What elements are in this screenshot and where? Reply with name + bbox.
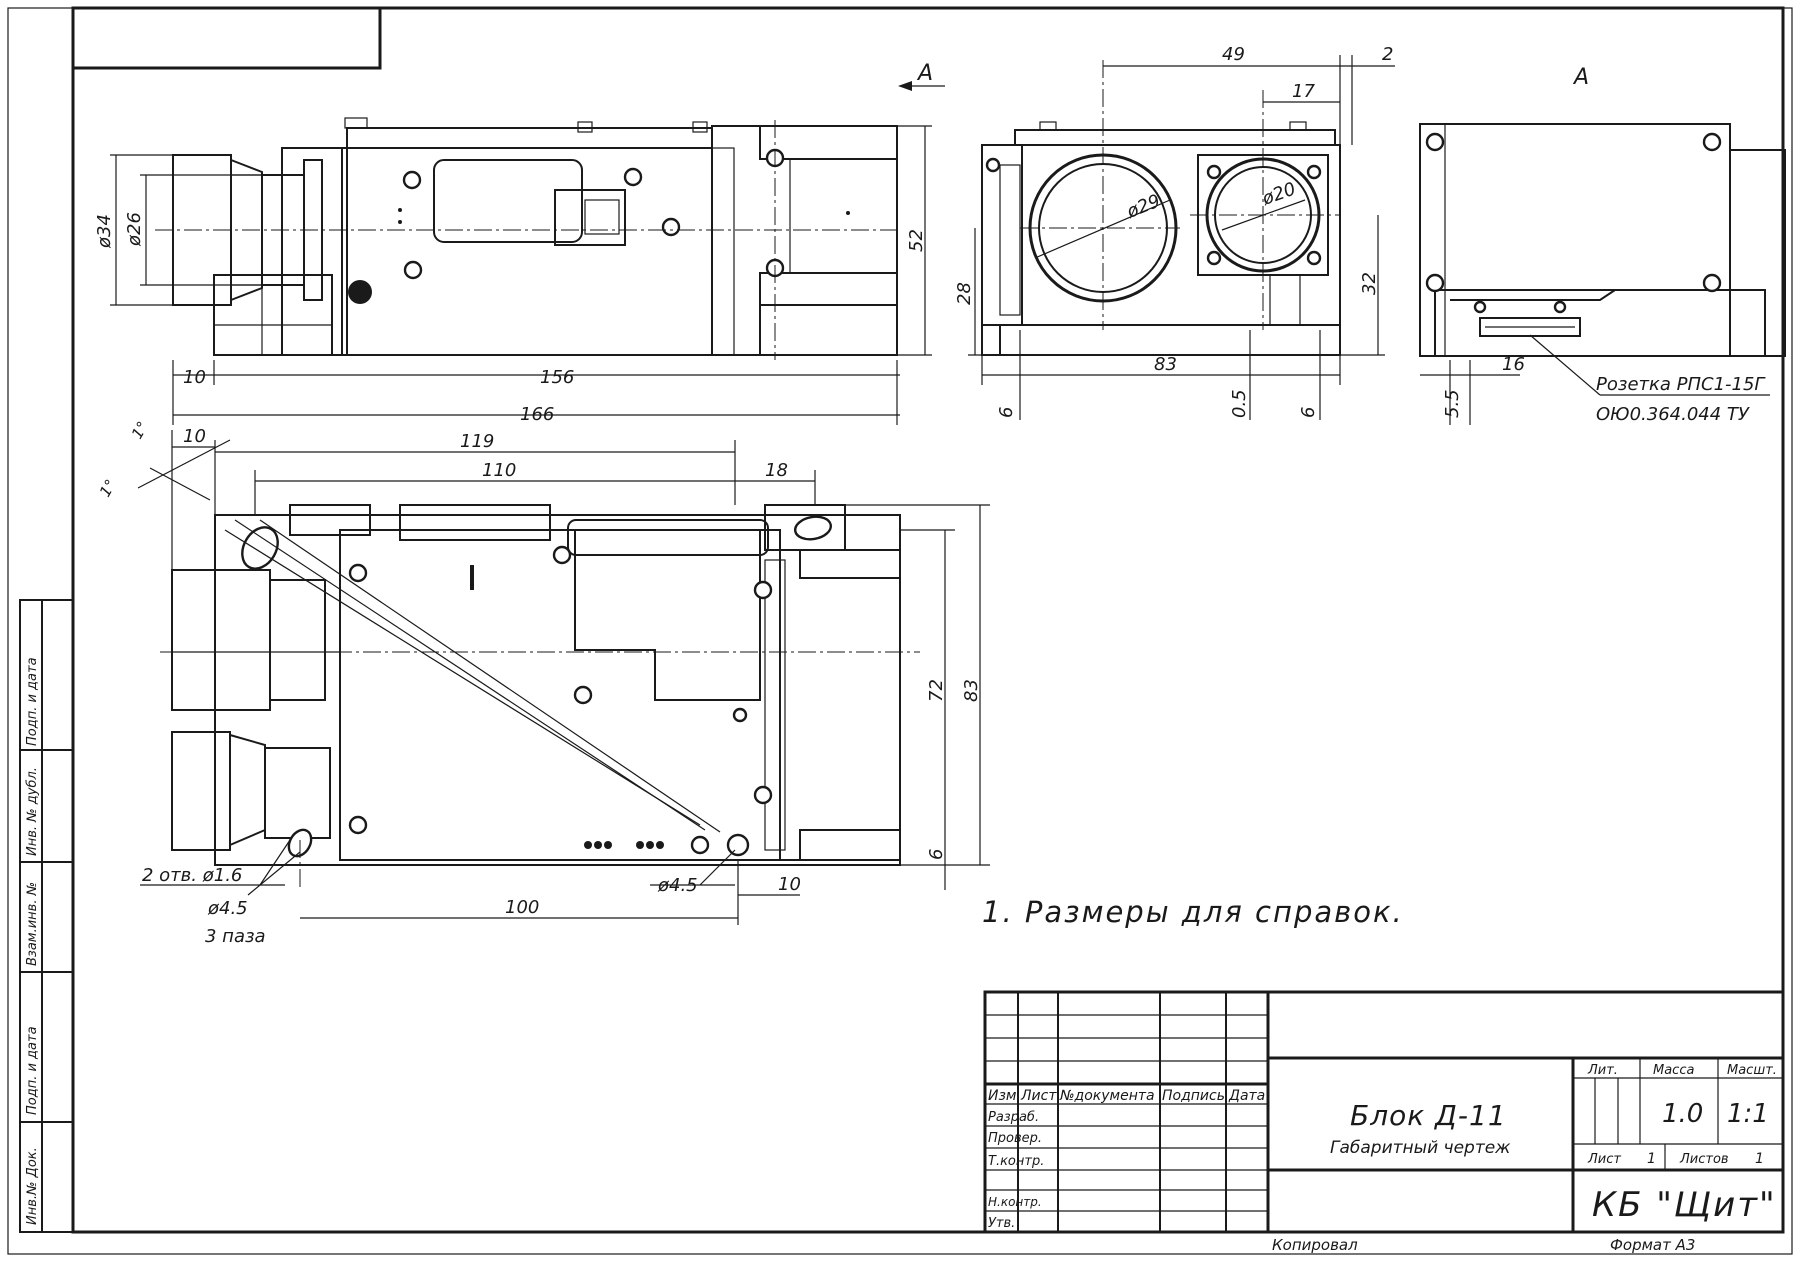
end-view-a xyxy=(1419,123,1786,357)
dim-166-label: 166 xyxy=(520,404,554,425)
header-date: Дата xyxy=(1228,1088,1265,1104)
dim-32-label: 32 xyxy=(1359,272,1380,295)
front-section-dimensions xyxy=(110,81,945,425)
dim-6a-label: 6 xyxy=(996,407,1017,418)
connector-callout-line1: Розетка РПС1-15Г xyxy=(1596,374,1766,395)
sheet-number: 1 xyxy=(1647,1151,1656,1167)
side-strip-label: Инв.№ Док. xyxy=(25,1147,40,1225)
front-section-dim-text: ø34 ø26 52 10 156 166 A xyxy=(94,61,933,425)
dim-17-label: 17 xyxy=(1292,81,1315,102)
end-view-dim-text: A 16 5.5 Розетка РПС1-15Г ОЮ0.364.044 ТУ xyxy=(1442,65,1766,425)
dim-52-label: 52 xyxy=(906,229,927,252)
plan-view xyxy=(160,504,920,890)
angle-a-label: 1° xyxy=(96,476,120,500)
scale-value: 1:1 xyxy=(1727,1099,1769,1129)
lit-label: Лит. xyxy=(1587,1063,1618,1078)
note-slots: 3 паза xyxy=(205,926,266,947)
role-nkontr: Н.контр. xyxy=(988,1195,1042,1209)
side-strip-label: Взам.инв. № xyxy=(25,882,40,966)
dim-05-label: 0.5 xyxy=(1229,389,1250,418)
drawing-subtitle: Габаритный чертеж xyxy=(1330,1138,1511,1158)
plan-view-dim-text: 10 119 110 18 1° 1° 72 83 6 100 10 ø4.5 … xyxy=(96,418,982,947)
dim-2-label: 2 xyxy=(1382,44,1393,65)
dim-49-label: 49 xyxy=(1222,44,1245,65)
drawing-title: Блок Д-11 xyxy=(1350,1099,1507,1132)
scale-label: Масшт. xyxy=(1727,1063,1777,1078)
section-marker-a: A xyxy=(916,61,933,86)
dim-10b-label: 10 xyxy=(778,874,801,895)
dim-dia29-label: ø29 xyxy=(1123,190,1163,223)
front-section-view xyxy=(155,117,900,360)
dim-10-label: 10 xyxy=(183,367,206,388)
dim-119-label: 119 xyxy=(460,431,494,452)
side-view-dim-text: 49 2 17 ø29 ø20 28 32 83 6 0.5 6 xyxy=(954,44,1393,418)
side-strip-label: Инв. № дубл. xyxy=(25,767,40,856)
role-prover: Провер. xyxy=(988,1131,1042,1146)
dim-16-label: 16 xyxy=(1502,354,1525,375)
header-sign: Подпись xyxy=(1162,1088,1225,1104)
plan-view-dimensions xyxy=(137,430,990,925)
role-razrab: Разраб. xyxy=(988,1110,1039,1125)
sheets-label: Листов xyxy=(1679,1152,1729,1167)
angle-b-label: 1° xyxy=(128,418,152,442)
dim-156-label: 156 xyxy=(540,367,574,388)
role-utv: Утв. xyxy=(988,1216,1015,1231)
dim-dia34-label: ø34 xyxy=(94,214,115,249)
dim-6-label: 6 xyxy=(926,849,947,860)
dim-110-label: 110 xyxy=(482,460,516,481)
dim-18-label: 18 xyxy=(765,460,788,481)
dim-72-label: 72 xyxy=(926,679,947,702)
title-block-text: Изм Лист №документа Подпись Дата Разраб.… xyxy=(988,1063,1777,1254)
side-strip-label: Подп. и дата xyxy=(25,657,40,746)
sheet-label: Лист xyxy=(1587,1152,1621,1167)
dim-83-label: 83 xyxy=(961,679,982,702)
general-note: 1. Размеры для справок. xyxy=(982,895,1404,929)
dim-55-label: 5.5 xyxy=(1442,389,1463,418)
format-label: Формат А3 xyxy=(1610,1236,1695,1254)
side-strip-labels: Инв.№ Док. Подп. и дата Взам.инв. № Инв.… xyxy=(25,657,40,1225)
header-list: Лист xyxy=(1020,1088,1057,1104)
mass-label: Масса xyxy=(1653,1063,1694,1078)
copied-label: Копировал xyxy=(1272,1236,1358,1254)
sheets-total: 1 xyxy=(1755,1151,1764,1167)
role-tkontr: Т.контр. xyxy=(988,1154,1044,1169)
dim-dia26-label: ø26 xyxy=(124,212,145,247)
header-doc: №документа xyxy=(1059,1088,1155,1104)
sheet-frame xyxy=(7,6,1793,1255)
connector-callout-line2: ОЮ0.364.044 ТУ xyxy=(1596,404,1750,425)
dim-dia20-label: ø20 xyxy=(1259,178,1299,210)
dim-6b-label: 6 xyxy=(1298,407,1319,418)
dim-100-label: 100 xyxy=(505,897,539,918)
note-holes: 2 отв. ø1.6 xyxy=(142,865,242,886)
dim-83-label: 83 xyxy=(1154,354,1177,375)
organization-name: КБ "Щит" xyxy=(1592,1185,1777,1225)
side-view-dimensions xyxy=(968,55,1395,420)
dim-28-label: 28 xyxy=(954,282,975,305)
dim-10-label: 10 xyxy=(183,426,206,447)
note-slot-dia: ø4.5 xyxy=(207,898,248,919)
mass-value: 1.0 xyxy=(1662,1099,1703,1129)
end-view-marker-a: A xyxy=(1572,65,1589,90)
side-view xyxy=(981,60,1341,356)
title-block xyxy=(983,990,1785,1234)
header-izm: Изм xyxy=(988,1088,1017,1104)
side-strip-label: Подп. и дата xyxy=(25,1026,40,1115)
end-view-dimensions xyxy=(1420,334,1770,425)
dim-dia45-right-label: ø4.5 xyxy=(657,875,698,896)
